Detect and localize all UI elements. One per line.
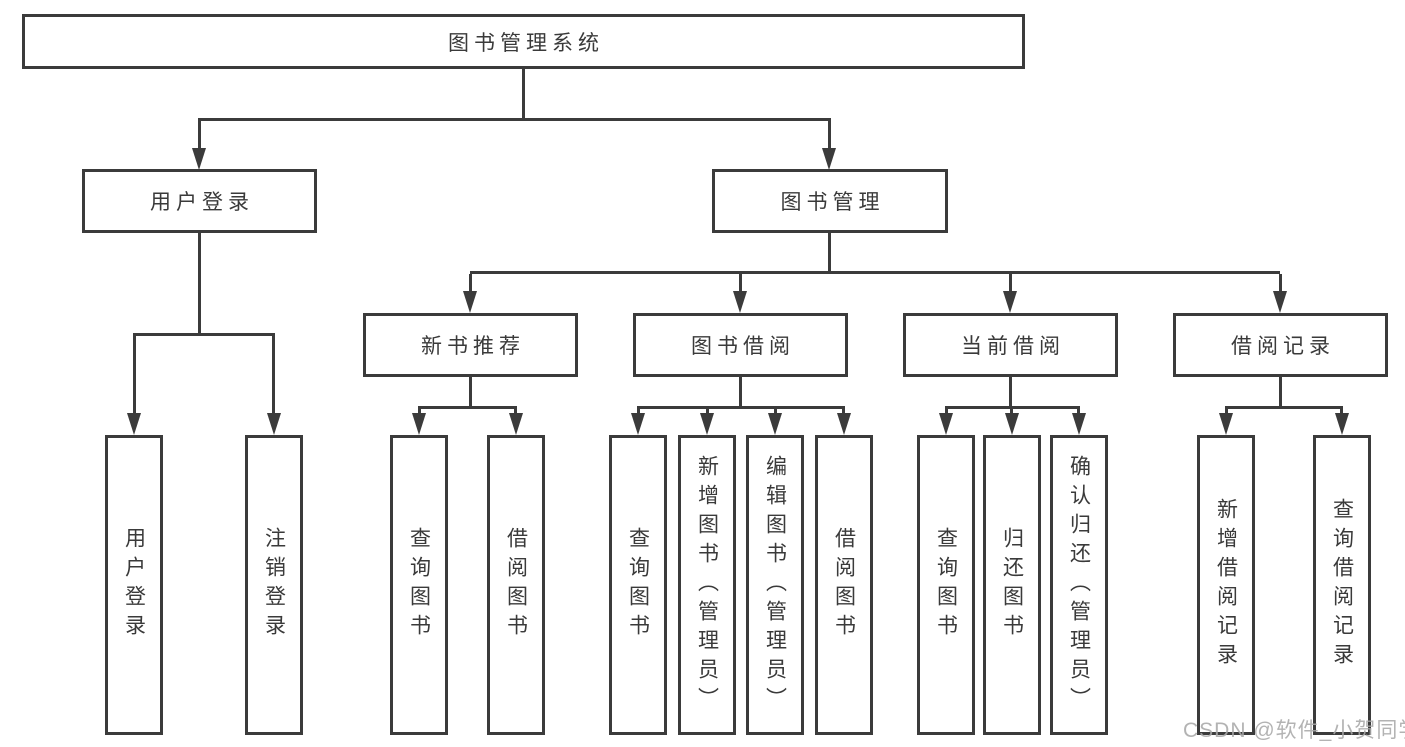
connector-cb-leaf1 — [945, 407, 948, 415]
leaf-borrow-edit-books-admin: 编辑图书（管理员） — [746, 435, 804, 735]
arrowhead-book-mgmt — [822, 148, 836, 170]
arrowhead-book-borrow — [733, 291, 747, 313]
arrowhead-leaf-logout — [267, 413, 281, 435]
csdn-watermark: CSDN @软件_小贺同学 — [1183, 719, 1405, 742]
connector-new-leaf2 — [514, 407, 517, 415]
connector-cb-leaf2 — [1010, 407, 1013, 415]
leaf-borrow-borrow-books: 借阅图书 — [815, 435, 873, 735]
connector-new-leaf1 — [418, 407, 421, 415]
connector-root-branch — [198, 118, 831, 121]
node-user-login: 用户登录 — [82, 169, 317, 233]
connector-login-leaf1 — [133, 336, 136, 414]
leaf-user-login: 用户登录 — [105, 435, 163, 735]
leaf-logout: 注销登录 — [245, 435, 303, 735]
connector-mgmt-records — [1279, 274, 1282, 293]
connector-login-branch — [133, 333, 275, 336]
leaf-borrow-add-books-admin: 新增图书（管理员） — [678, 435, 736, 735]
connector-cb-leaf3 — [1077, 407, 1080, 415]
arrowhead-new-books — [463, 291, 477, 313]
arrowhead-leaf-user-login — [127, 413, 141, 435]
leaf-borrow-query-books: 查询图书 — [609, 435, 667, 735]
node-borrow-records: 借阅记录 — [1173, 313, 1388, 377]
connector-bb-leaf3 — [774, 407, 777, 415]
connector-mgmt-current — [1009, 274, 1012, 293]
connector-bb-branch — [637, 406, 845, 409]
node-book-management: 图书管理 — [712, 169, 948, 233]
arrowhead-borrow-records — [1273, 291, 1287, 313]
connector-br-leaf1 — [1225, 407, 1228, 415]
arrowhead-br-add — [1219, 413, 1233, 435]
arrowhead-nb-query — [412, 413, 426, 435]
connector-mgmt-stem — [828, 233, 831, 273]
arrowhead-current-borrow — [1003, 291, 1017, 313]
connector-root-stem — [522, 69, 525, 120]
connector-bb-leaf2 — [706, 407, 709, 415]
leaf-current-return-books: 归还图书 — [983, 435, 1041, 735]
connector-mgmt-branch — [470, 271, 1280, 274]
leaf-newbook-query-books: 查询图书 — [390, 435, 448, 735]
connector-to-user-login — [198, 120, 201, 150]
connector-bb-stem — [739, 377, 742, 409]
node-new-book-recommend: 新书推荐 — [363, 313, 578, 377]
connector-bb-leaf1 — [637, 407, 640, 415]
node-book-borrow: 图书借阅 — [633, 313, 848, 377]
connector-login-stem — [198, 233, 201, 336]
arrowhead-bb-borrow — [837, 413, 851, 435]
connector-cb-stem — [1009, 377, 1012, 409]
arrowhead-user-login — [192, 148, 206, 170]
connector-login-leaf2 — [272, 336, 275, 414]
leaf-current-query-books: 查询图书 — [917, 435, 975, 735]
arrowhead-nb-borrow — [509, 413, 523, 435]
connector-mgmt-new — [469, 274, 472, 293]
node-current-borrow: 当前借阅 — [903, 313, 1118, 377]
arrowhead-br-query — [1335, 413, 1349, 435]
connector-bb-leaf4 — [842, 407, 845, 415]
connector-br-branch — [1225, 406, 1343, 409]
connector-new-stem — [469, 377, 472, 409]
connector-br-stem — [1279, 377, 1282, 409]
connector-br-leaf2 — [1340, 407, 1343, 415]
leaf-newbook-borrow-books: 借阅图书 — [487, 435, 545, 735]
connector-new-branch — [418, 406, 517, 409]
leaf-records-add-record: 新增借阅记录 — [1197, 435, 1255, 735]
node-library-management-system: 图书管理系统 — [22, 14, 1025, 69]
arrowhead-bb-query — [631, 413, 645, 435]
arrowhead-cb-query — [939, 413, 953, 435]
arrowhead-bb-edit — [768, 413, 782, 435]
connector-mgmt-borrow — [739, 274, 742, 293]
arrowhead-cb-return — [1005, 413, 1019, 435]
arrowhead-bb-add — [700, 413, 714, 435]
connector-to-book-mgmt — [828, 120, 831, 150]
arrowhead-cb-confirm — [1072, 413, 1086, 435]
leaf-current-confirm-return-admin: 确认归还（管理员） — [1050, 435, 1108, 735]
leaf-records-query-record: 查询借阅记录 — [1313, 435, 1371, 735]
